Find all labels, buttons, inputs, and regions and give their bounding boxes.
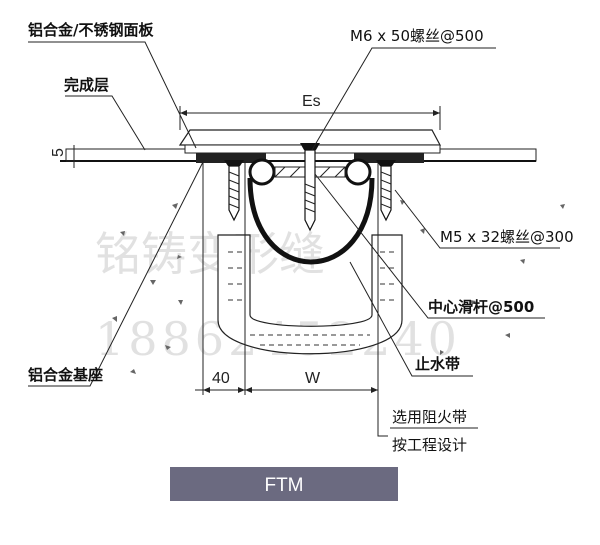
dim-40: 40: [212, 370, 230, 387]
label-finish-layer: 完成层: [64, 76, 109, 94]
leader-panel: [28, 41, 197, 149]
fire-barrier: [217, 234, 403, 355]
label-panel: 铝合金/不锈钢面板: [28, 21, 154, 39]
leader-screw-top: [311, 47, 496, 151]
dim-es: Es: [302, 93, 321, 110]
screw-center: [300, 143, 320, 232]
model-bar: [170, 467, 398, 501]
leader-center-bar: [314, 173, 545, 319]
watermark-text-1: 铭铸变形缝: [95, 227, 325, 281]
leader-fire-barrier: [377, 340, 388, 437]
leader-waterstop: [349, 261, 473, 377]
leader-screw-side: [394, 189, 560, 249]
model-label: FTM: [264, 475, 303, 496]
label-screw-side: M5 x 32螺丝@300: [440, 228, 574, 246]
leader-finish: [65, 95, 146, 151]
label-fire-line2: 按工程设计: [392, 436, 467, 454]
screw-right: [376, 160, 396, 222]
label-center-bar: 中心滑杆@500: [428, 298, 534, 316]
base-left: [196, 153, 266, 163]
label-waterstop: 止水带: [415, 355, 460, 373]
label-base: 铝合金基座: [28, 366, 103, 384]
screw-left: [224, 160, 244, 222]
leader-base: [28, 157, 206, 387]
dim-w: W: [305, 370, 321, 387]
label-screw-top: M6 x 50螺丝@500: [350, 27, 484, 45]
dim-5: 5: [50, 148, 67, 157]
water-stop: [247, 177, 375, 265]
cover-plate: [178, 129, 441, 146]
base-right: [354, 153, 424, 163]
concrete-aggregate: [112, 200, 565, 374]
label-fire-line1: 选用阻火带: [392, 408, 467, 426]
